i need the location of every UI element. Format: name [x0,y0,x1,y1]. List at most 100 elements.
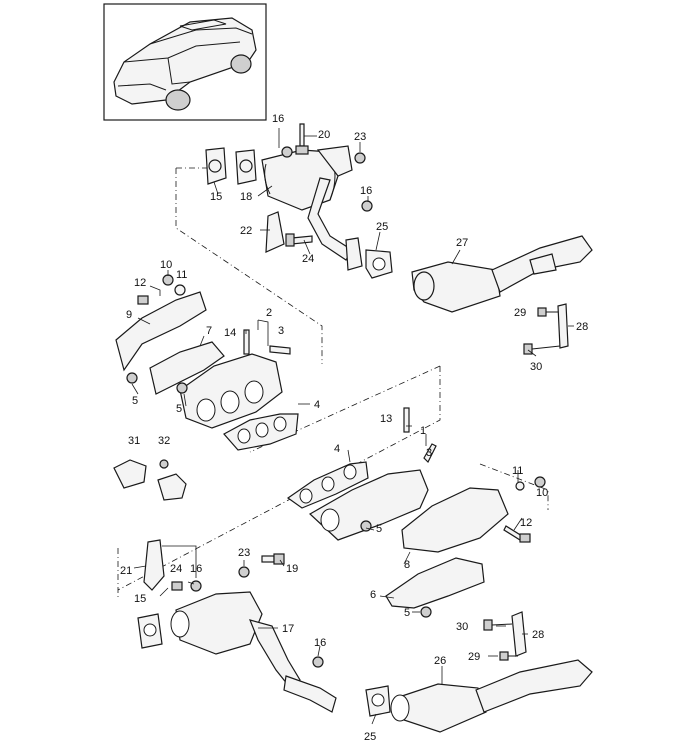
callout-13: 13 [380,413,392,425]
callout-7: 7 [206,325,212,337]
clip-32 [157,459,187,501]
bolt-12-lower [503,525,531,543]
nut-16-pipe [361,200,373,212]
callout-3: 3 [278,325,284,337]
heat-shield-8 [401,487,509,553]
callout-14: 14 [224,327,236,339]
callout-28: 28 [576,321,588,333]
callout-25: 25 [364,731,376,743]
callout-29: 29 [514,307,526,319]
nut-10-upper [162,274,174,286]
callout-22: 22 [240,225,252,237]
gasket-15-lower [137,613,163,649]
callout-25: 25 [376,221,388,233]
callout-20: 20 [318,129,330,141]
callout-9: 9 [126,309,132,321]
nut-5-right [360,520,372,532]
bolt-29-lower [499,651,518,661]
callout-23: 23 [238,547,250,559]
gasket-4-left [223,413,299,451]
gasket-25-lower [365,685,391,717]
gasket-4-right [286,461,369,509]
hanger-28-upper [557,303,569,349]
callout-23: 23 [354,131,366,143]
callout-12: 12 [520,517,532,529]
catalytic-converter-17 [170,591,337,713]
bolt-30-upper [523,343,561,355]
bracket-22 [265,211,285,253]
hanger-28-lower [511,611,527,657]
clip-31 [113,459,147,489]
nut-16-upper [281,146,293,158]
callout-11: 11 [512,465,523,477]
callout-5: 5 [376,523,382,535]
callout-26: 26 [434,655,446,667]
stud-3-upper [269,345,291,355]
nut-10-lower [534,476,546,488]
washer-11-upper [174,284,186,296]
callout-10: 10 [536,487,548,499]
nut-5-left-a [126,372,138,384]
callout-24: 24 [302,253,314,265]
callout-10: 10 [160,259,172,271]
bolt-12-upper [137,295,149,305]
oxygen-sensor-20 [295,123,309,155]
callout-8: 8 [404,559,410,571]
callout-12: 12 [134,277,146,289]
callout-16: 16 [272,113,284,125]
callout-4: 4 [314,399,320,411]
exhaust-pipe-upper [307,177,363,271]
callout-16: 16 [190,563,202,575]
nut-5-shield [420,606,432,618]
callout-30: 30 [456,621,468,633]
exhaust-manifold-right [308,469,429,541]
callout-28: 28 [532,629,544,641]
callout-19: 19 [286,563,298,575]
callout-18: 18 [240,191,252,203]
callout-16: 16 [360,185,372,197]
gasket-25-upper [365,249,393,279]
gasket-15-upper [205,147,227,185]
callout-29: 29 [468,651,480,663]
callout-17: 17 [282,623,294,635]
callout-15: 15 [210,191,222,203]
callout-4: 4 [334,443,340,455]
stud-3-lower [423,443,437,464]
bolt-24-upper [285,233,313,247]
nut-16-lower-a [190,580,202,592]
exhaust-manifold-left [179,353,283,429]
sensor-14 [243,329,250,355]
nut-5-left-b [176,382,188,394]
callout-3: 3 [426,447,432,459]
callout-11: 11 [176,269,187,281]
leader-lines [131,128,574,725]
callout-24: 24 [170,563,182,575]
callout-6: 6 [370,589,376,601]
bolt-24-lower [171,581,183,591]
callout-5: 5 [132,395,138,407]
callout-2: 2 [266,307,272,319]
bolt-23-upper [354,152,366,164]
oxygen-sensor-19 [261,553,285,565]
callout-32: 32 [158,435,170,447]
gasket-flange-upper [235,149,257,185]
callout-30: 30 [530,361,542,373]
sensor-13 [403,407,410,433]
callout-5: 5 [176,403,182,415]
catalytic-converter-27 [411,235,593,313]
callout-27: 27 [456,237,468,249]
bolt-30-lower [483,619,513,631]
heat-shield-7 [149,341,225,395]
heat-shield-9 [115,291,207,372]
washer-11-lower [515,481,525,491]
vehicle-thumbnail [103,3,267,121]
callout-1: 1 [420,425,426,437]
callout-16: 16 [314,637,326,649]
callout-21: 21 [120,565,132,577]
callout-labels: 16 20 23 18 15 16 25 22 24 27 10 11 12 9… [120,113,588,743]
callout-15: 15 [134,593,146,605]
group-boundary-upper [175,168,323,364]
boundary-lower [117,366,441,591]
